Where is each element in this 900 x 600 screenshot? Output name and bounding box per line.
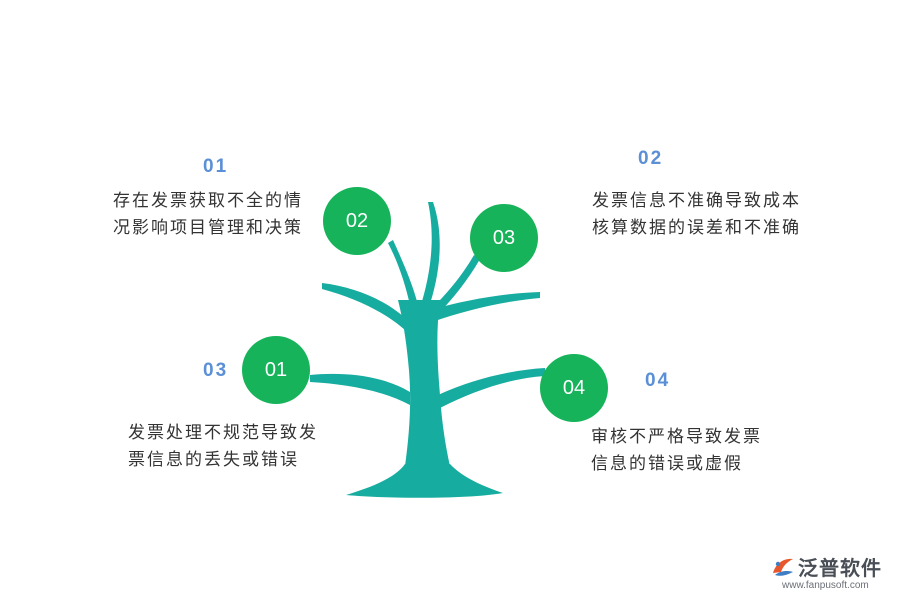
circle-03: 03 — [470, 204, 538, 272]
branch-upper-left — [388, 240, 418, 305]
item-01-text: 存在发票获取不全的情 况影响项目管理和决策 — [113, 188, 303, 242]
item-04-line-1: 审核不严格导致发票 — [591, 424, 762, 451]
circle-01: 01 — [242, 336, 310, 404]
brand-name: 泛普软件 — [798, 552, 882, 581]
item-04-number: 04 — [645, 370, 670, 392]
item-02-text: 发票信息不准确导致成本 核算数据的误差和不准确 — [592, 188, 801, 242]
fanpu-logo-icon — [770, 554, 796, 580]
circle-02: 02 — [323, 187, 391, 255]
item-02-number: 02 — [638, 148, 663, 170]
item-01-number: 01 — [203, 156, 228, 178]
branch-right-lower — [438, 368, 545, 408]
circle-04: 04 — [540, 354, 608, 422]
item-02-line-1: 发票信息不准确导致成本 — [592, 188, 801, 215]
branch-upper-center — [420, 202, 440, 310]
item-03-line-1: 发票处理不规范导致发 — [128, 420, 318, 447]
item-03-number: 03 — [203, 360, 228, 382]
branch-left-mid — [322, 283, 405, 330]
item-04-text: 审核不严格导致发票 信息的错误或虚假 — [591, 424, 762, 478]
item-01-line-2: 况影响项目管理和决策 — [113, 215, 303, 242]
tree-trunk — [398, 300, 450, 466]
branch-left-lower — [310, 374, 410, 405]
item-03-text: 发票处理不规范导致发 票信息的丢失或错误 — [128, 420, 318, 474]
item-03-line-2: 票信息的丢失或错误 — [128, 447, 318, 474]
brand-url: www.fanpusoft.com — [782, 580, 869, 591]
brand-logo: 泛普软件 www.fanpusoft.com — [770, 552, 892, 598]
item-02-line-2: 核算数据的误差和不准确 — [592, 215, 801, 242]
item-01-line-1: 存在发票获取不全的情 — [113, 188, 303, 215]
item-04-line-2: 信息的错误或虚假 — [591, 451, 762, 478]
tree-base — [346, 464, 503, 498]
